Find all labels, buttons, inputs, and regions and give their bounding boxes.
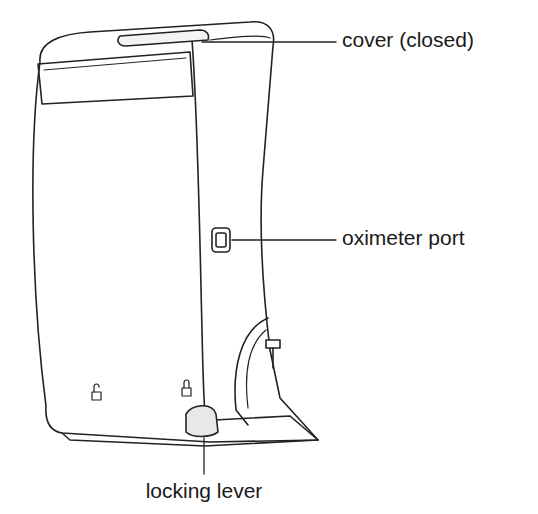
oximeter-port-inner <box>216 233 226 247</box>
part-label: oximeter port <box>340 226 467 249</box>
panel-edge <box>192 40 206 425</box>
peg-stem <box>272 348 274 368</box>
side-edge <box>210 36 270 40</box>
label-wrap: oximeter port <box>340 225 467 250</box>
leader-line <box>203 438 204 474</box>
peg <box>266 340 280 348</box>
leader-line <box>232 239 336 240</box>
lower-cutout-inner <box>247 330 266 408</box>
label-wrap: locking lever <box>144 478 265 503</box>
oximeter-port <box>212 228 230 252</box>
part-label: cover (closed) <box>340 28 476 51</box>
cover-band <box>38 52 193 104</box>
label-wrap: cover (closed) <box>340 27 476 52</box>
base-foot <box>215 416 318 440</box>
housing-outline <box>33 22 318 442</box>
cover-band-inner <box>44 58 186 70</box>
lower-cutout <box>235 318 268 425</box>
part-label: locking lever <box>144 479 265 502</box>
cover <box>118 30 209 46</box>
leader-line <box>202 41 336 42</box>
locking-lever <box>186 406 218 437</box>
lock-icon <box>92 380 191 400</box>
